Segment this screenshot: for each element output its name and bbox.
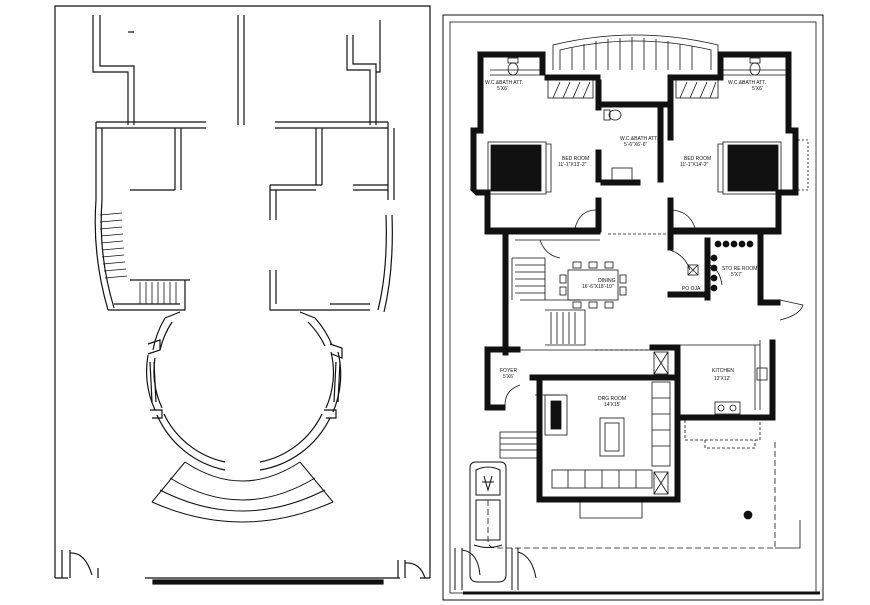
left-gate-left — [61, 550, 99, 578]
left-gate-right — [397, 560, 426, 579]
bedroom-left-name: BED ROOM — [562, 156, 589, 162]
car — [469, 461, 507, 583]
left-stair-box — [108, 279, 190, 311]
front-steps — [151, 461, 334, 523]
store-room-name: STO RE ROOM — [722, 266, 757, 272]
staircase — [499, 257, 586, 459]
round-room-inner — [153, 321, 335, 463]
wc-bath-right-size: 5'X6' — [752, 86, 763, 92]
left-rooms-outline — [95, 121, 206, 200]
dining-table-set — [559, 261, 627, 309]
store-shelves — [710, 240, 754, 292]
kitchen-size: 12'X12' — [714, 376, 730, 382]
door-swings — [504, 209, 804, 406]
drawing-room-name: DRG ROOM — [598, 396, 626, 402]
toilet-fixtures — [507, 57, 761, 183]
top-balcony — [552, 34, 719, 70]
right-gate — [454, 548, 537, 590]
store-room-size: 5'X7' — [731, 272, 742, 278]
pooja-size: 3'-7"X7' — [680, 292, 697, 298]
wc-bath-left-name: W.C.&BATH ATT. — [485, 80, 523, 86]
wc-bath-mid-size: 5'-6"X6'-6" — [624, 142, 647, 148]
left-top-right-wall — [346, 20, 381, 125]
wardrobes — [547, 79, 719, 99]
pooja-unit — [687, 264, 699, 276]
kitchen-counters — [714, 345, 768, 415]
bedroom-left-size: 11'-1"X13'-2" — [558, 162, 587, 168]
round-room-windows — [149, 361, 341, 403]
drawing-room-furniture — [544, 351, 671, 495]
right-plot-outer — [442, 14, 824, 601]
pooja-name: PO OJA — [682, 286, 701, 292]
thick-walls — [469, 51, 799, 503]
bed-right — [717, 141, 782, 195]
left-plot-border — [54, 5, 431, 578]
wc-bath-mid-name: W.C.&BATH ATT. — [620, 136, 658, 142]
right-curved-wall — [377, 214, 393, 313]
drawing-room-size: 14'X15' — [604, 402, 620, 408]
bedroom-right-name: BED ROOM — [684, 156, 711, 162]
bedroom-right-size: 11'-1"X14'-2" — [680, 162, 709, 168]
right-lower-wall — [269, 270, 370, 311]
left-center-wall — [237, 15, 245, 125]
left-top-left-wall — [92, 15, 135, 125]
left-gate-bar — [152, 579, 384, 585]
left-stair-treads — [99, 212, 177, 304]
round-room-jambs — [147, 311, 343, 419]
wc-bath-left-size: 5'X6' — [497, 86, 508, 92]
kitchen-name: KITCHEN — [712, 368, 734, 374]
right-plan — [442, 14, 824, 601]
room-labels: W.C.&BATH ATT. 5'X6' W.C.&BATH ATT. 5'X6… — [485, 80, 766, 408]
left-right-rooms — [269, 121, 395, 220]
round-room-outer — [146, 317, 342, 471]
foyer-size: 5'X6' — [503, 374, 514, 380]
wc-bath-right-name: W.C.&BATH ATT. — [728, 80, 766, 86]
driveway — [487, 440, 801, 549]
dining-name: DINING — [598, 278, 616, 284]
dining-size: 16'-6"X18'-10" — [582, 284, 614, 290]
left-plan — [54, 5, 431, 585]
left-curved-wall — [94, 199, 115, 311]
bed-left — [487, 141, 552, 195]
foyer-name: FOYER — [500, 368, 518, 374]
